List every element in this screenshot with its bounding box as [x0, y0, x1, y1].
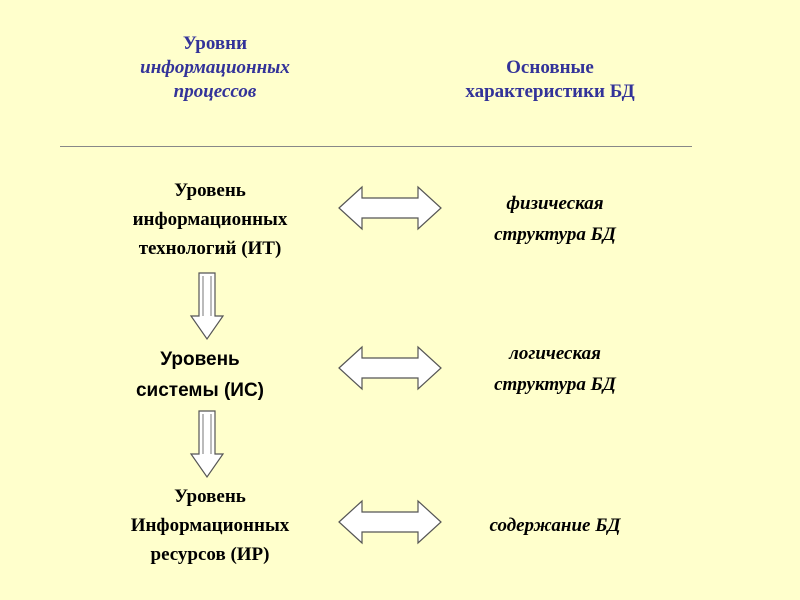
double-arrow-icon — [338, 499, 442, 545]
level-is-label: Уровень системы (ИС) — [80, 344, 320, 406]
double-arrow-icon — [338, 185, 442, 231]
level-ir-label: Уровень Информационных ресурсов (ИР) — [85, 482, 335, 569]
down-arrow-icon — [189, 410, 225, 479]
level-ir-line-2: Информационных — [130, 515, 290, 536]
level-is-line-1: Уровень — [160, 349, 240, 370]
characteristic-logical: логическая структура БД — [440, 338, 670, 400]
left-header-line-2: информационных — [140, 57, 290, 78]
left-header-line-3: процессов — [173, 81, 257, 102]
left-column-header: Уровни информационных процессов — [95, 32, 335, 104]
characteristic-content-line-1: содержание БД — [489, 515, 621, 536]
characteristic-physical: физическая структура БД — [440, 188, 670, 250]
characteristic-physical-line-1: физическая — [506, 193, 604, 214]
characteristic-logical-line-2: структура БД — [494, 374, 616, 395]
level-it-line-1: Уровень — [174, 180, 246, 201]
level-it-line-2: информационных — [132, 209, 288, 230]
right-header-line-2: характеристики БД — [465, 81, 635, 102]
header-divider — [60, 146, 692, 147]
right-header-line-1: Основные — [506, 57, 594, 78]
level-it-label: Уровень информационных технологий (ИТ) — [85, 176, 335, 263]
level-it-line-3: технологий (ИТ) — [138, 238, 282, 259]
characteristic-physical-line-2: структура БД — [494, 224, 616, 245]
characteristic-content: содержание БД — [440, 510, 670, 541]
characteristic-logical-line-1: логическая — [509, 343, 601, 364]
down-arrow-icon — [189, 272, 225, 341]
level-ir-line-3: ресурсов (ИР) — [150, 544, 270, 565]
right-column-header: Основные характеристики БД — [400, 56, 700, 104]
level-ir-line-1: Уровень — [174, 486, 246, 507]
level-is-line-2: системы (ИС) — [135, 380, 265, 401]
left-header-line-1: Уровни — [182, 33, 248, 54]
double-arrow-icon — [338, 345, 442, 391]
